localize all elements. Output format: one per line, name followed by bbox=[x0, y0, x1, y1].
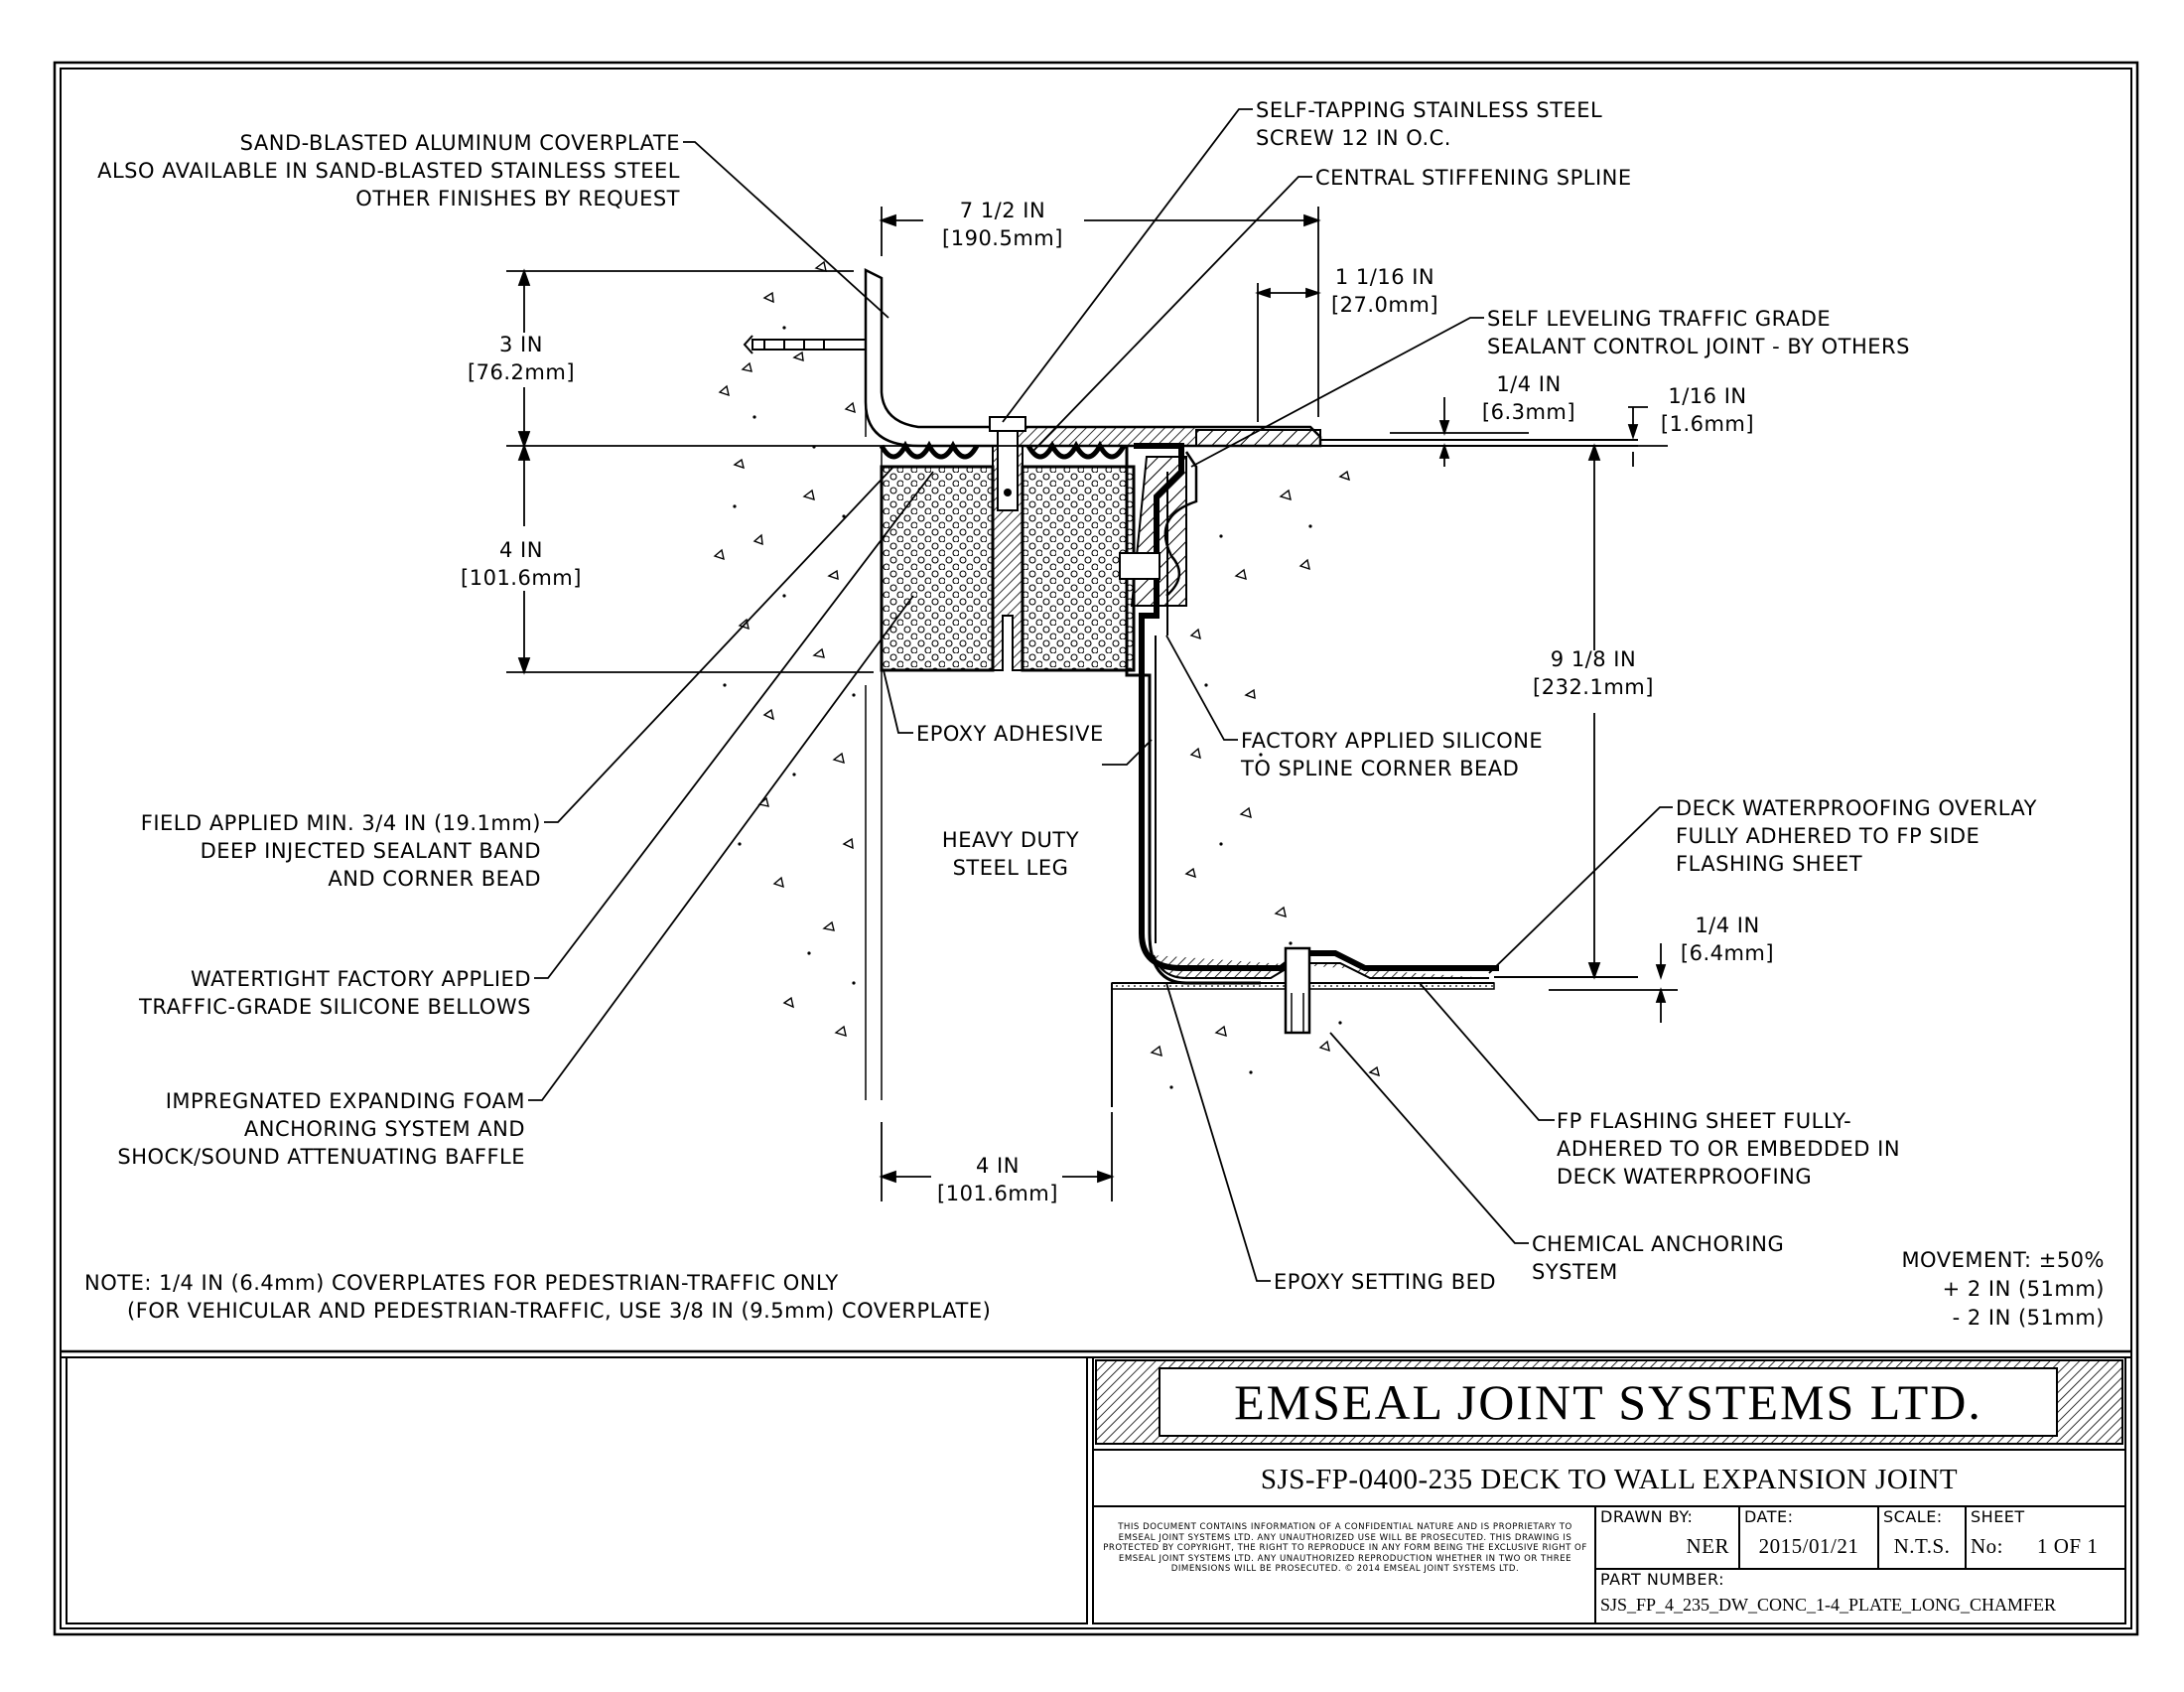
callout-silicone-corner: FACTORY APPLIED SILICONE TO SPLINE CORNE… bbox=[1241, 729, 1544, 780]
dim-width-bottom: 4 IN [101.6mm] bbox=[937, 1154, 1058, 1205]
callout-foam: IMPREGNATED EXPANDING FOAM ANCHORING SYS… bbox=[117, 1089, 525, 1169]
callout-screw: SELF-TAPPING STAINLESS STEEL SCREW 12 IN… bbox=[1256, 98, 1603, 150]
screw-head bbox=[989, 416, 1026, 432]
callout-deck-overlay: DECK WATERPROOFING OVERLAY FULLY ADHERED… bbox=[1676, 796, 2037, 876]
wall-anchor bbox=[743, 335, 881, 354]
outer-border bbox=[53, 61, 2139, 1636]
concrete-stipple bbox=[723, 326, 1342, 1089]
dim-height-upper: 3 IN [76.2mm] bbox=[467, 333, 576, 384]
scale-label: SCALE: bbox=[1883, 1507, 1943, 1526]
callout-spline: CENTRAL STIFFENING SPLINE bbox=[1315, 166, 1632, 190]
sheet-label: SHEET bbox=[1971, 1507, 2025, 1526]
drawn-by-label: DRAWN BY: bbox=[1600, 1507, 1694, 1526]
dim-height-lower: 4 IN [101.6mm] bbox=[461, 538, 582, 590]
drawn-by: NER bbox=[1686, 1534, 1729, 1558]
dimension-lines bbox=[506, 207, 1678, 1201]
movement-spec: MOVEMENT: ±50% + 2 IN (51mm) - 2 IN (51m… bbox=[1901, 1248, 2105, 1330]
part-number: SJS_FP_4_235_DW_CONC_1-4_PLATE_LONG_CHAM… bbox=[1600, 1595, 2057, 1615]
callout-bellows: WATERTIGHT FACTORY APPLIED TRAFFIC-GRADE… bbox=[139, 967, 531, 1019]
scale-value: N.T.S. bbox=[1893, 1534, 1951, 1558]
callout-fp-flashing: FP FLASHING SHEET FULLY- ADHERED TO OR E… bbox=[1557, 1109, 1901, 1189]
steel-leg bbox=[1134, 443, 1499, 971]
company-name: EMSEAL JOINT SYSTEMS LTD. bbox=[1234, 1374, 1982, 1430]
screw-shank bbox=[997, 430, 1019, 511]
leg-bolt bbox=[1119, 552, 1160, 580]
dim-plate-thickness: 1/4 IN [6.3mm] bbox=[1481, 372, 1576, 424]
sealant-control-joint bbox=[1195, 429, 1321, 447]
leader-lines bbox=[528, 108, 1673, 1282]
foam-block-right bbox=[1021, 465, 1136, 672]
confidentiality-notice: THIS DOCUMENT CONTAINS INFORMATION OF A … bbox=[1103, 1522, 1587, 1574]
date-label: DATE: bbox=[1744, 1507, 1794, 1526]
sheet-number: 1 OF 1 bbox=[2037, 1534, 2099, 1558]
chemical-anchor bbox=[1284, 946, 1311, 1035]
dim-total-height: 9 1/8 IN [232.1mm] bbox=[1533, 647, 1654, 699]
dim-spline-offset: 1 1/16 IN [27.0mm] bbox=[1330, 265, 1439, 317]
drawing-title: SJS-FP-0400-235 DECK TO WALL EXPANSION J… bbox=[1260, 1464, 1959, 1495]
callout-coverplate: SAND-BLASTED ALUMINUM COVERPLATE ALSO AV… bbox=[97, 131, 680, 211]
dim-width-top: 7 1/2 IN [190.5mm] bbox=[942, 199, 1063, 250]
callout-chemical-anchor: CHEMICAL ANCHORING SYSTEM bbox=[1532, 1232, 1785, 1284]
foam-block-left bbox=[880, 465, 995, 672]
dim-flashing-thickness: 1/4 IN [6.4mm] bbox=[1680, 914, 1775, 965]
callout-epoxy-bed: EPOXY SETTING BED bbox=[1274, 1270, 1497, 1294]
part-number-label: PART NUMBER: bbox=[1600, 1570, 1724, 1589]
concrete-aggregate bbox=[713, 260, 1380, 1077]
dim-recess: 1/16 IN [1.6mm] bbox=[1660, 384, 1755, 436]
inner-border bbox=[60, 68, 2132, 1629]
callout-steel-leg: HEAVY DUTY STEEL LEG bbox=[941, 828, 1080, 880]
sheet-no-label: No: bbox=[1971, 1534, 2003, 1558]
callout-sealant-control: SELF LEVELING TRAFFIC GRADE SEALANT CONT… bbox=[1487, 307, 1910, 358]
callout-epoxy-adhesive: EPOXY ADHESIVE bbox=[916, 722, 1104, 746]
general-note: NOTE: 1/4 IN (6.4mm) COVERPLATES FOR PED… bbox=[84, 1271, 992, 1323]
callout-field-sealant: FIELD APPLIED MIN. 3/4 IN (19.1mm) DEEP … bbox=[140, 811, 541, 891]
coverplate-angle bbox=[864, 267, 1322, 448]
date-value: 2015/01/21 bbox=[1758, 1534, 1859, 1558]
